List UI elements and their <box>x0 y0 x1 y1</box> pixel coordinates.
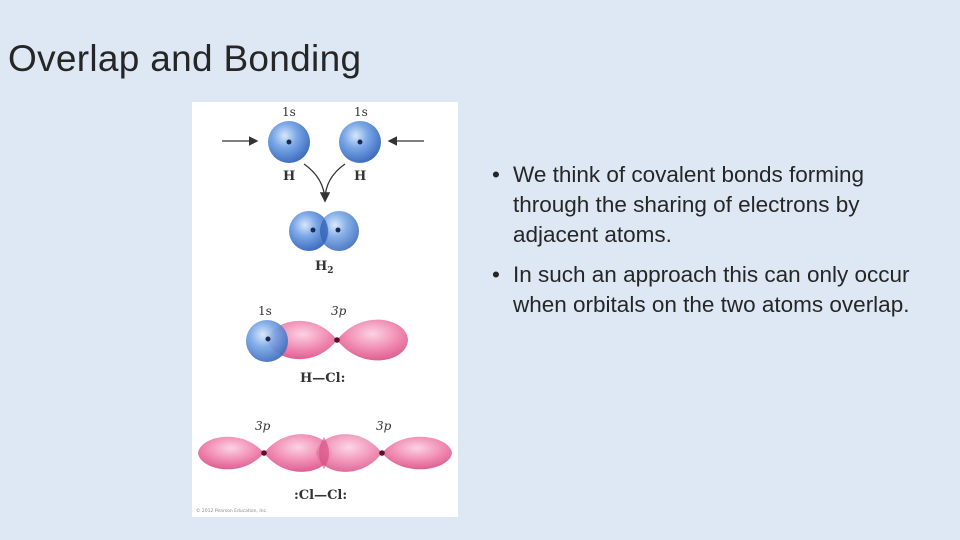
cl2-bond-label: :Cl—Cl: <box>294 488 347 503</box>
orbital-diagram: 1s 1s H H H2 1s 3p H—Cl: 3p 3p <box>196 105 452 514</box>
cl-3p-lobe-right <box>337 319 408 361</box>
row1-atom-right-label: H <box>354 169 366 184</box>
nucleus-dot <box>357 139 363 145</box>
bullet-marker: • <box>492 262 500 287</box>
nucleus-dot <box>286 139 292 145</box>
copyright-note: © 2012 Pearson Education, Inc. <box>196 507 267 514</box>
nucleus-dot <box>335 227 341 233</box>
nucleus-dot <box>310 227 316 233</box>
row1-atom-left-label: H <box>283 169 295 184</box>
h2-orbital-left <box>289 211 329 251</box>
bullet-item: • We think of covalent bonds forming thr… <box>492 160 912 250</box>
row2-orbital-left-label: 1s <box>258 304 272 318</box>
cl-3p-lobe <box>264 434 332 472</box>
nucleus-dot <box>265 336 271 342</box>
cl-3p-lobe <box>316 434 382 472</box>
nucleus-dot <box>334 337 340 343</box>
row3-orbital-left-label: 3p <box>255 419 271 433</box>
nucleus-dot <box>379 450 385 456</box>
bullet-marker: • <box>492 162 500 187</box>
row2-orbital-right-label: 3p <box>331 304 347 318</box>
overlap-region <box>319 437 329 469</box>
hcl-bond-label: H—Cl: <box>300 371 345 386</box>
overlap-region <box>320 218 328 244</box>
bullet-list: • We think of covalent bonds forming thr… <box>492 160 912 330</box>
slide-title: Overlap and Bonding <box>8 38 362 79</box>
bullet-text: In such an approach this can only occur … <box>513 262 910 317</box>
orbital-overlap-figure: 1s 1s H H H2 1s 3p H—Cl: 3p 3p <box>192 102 458 517</box>
row1-orbital-left-label: 1s <box>282 105 296 119</box>
cl-3p-lobe <box>198 436 264 470</box>
bullet-item: • In such an approach this can only occu… <box>492 260 912 320</box>
bullet-text: We think of covalent bonds forming throu… <box>513 162 865 247</box>
cl-3p-lobe <box>382 436 452 470</box>
curved-arrow-icon <box>319 163 346 203</box>
row1-orbital-right-label: 1s <box>354 105 368 119</box>
nucleus-dot <box>261 450 267 456</box>
curved-arrow-icon <box>303 163 326 201</box>
row3-orbital-right-label: 3p <box>376 419 392 433</box>
h2-molecule-label: H2 <box>315 259 334 276</box>
